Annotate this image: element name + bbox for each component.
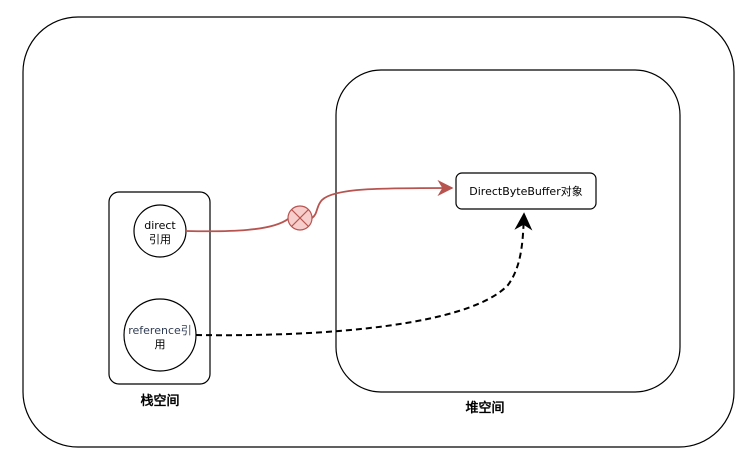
- reference-ref-label-line1: reference引: [128, 323, 192, 337]
- direct-byte-buffer-label: DirectByteBuffer对象: [469, 184, 582, 198]
- heap-space-box: [335, 69, 681, 393]
- stack-space-label: 栈空间: [140, 393, 179, 409]
- heap-space-label: 堆空间: [465, 400, 504, 416]
- direct-edge-segment-1: [185, 218, 289, 233]
- direct-ref-label-line2: 引用: [149, 232, 171, 246]
- reference-edge: [195, 212, 533, 337]
- direct-edge-segment-2: [311, 179, 454, 219]
- direct-ref-label-line1: direct: [144, 219, 176, 232]
- disconnect-cross-icon: [287, 205, 313, 231]
- reference-ref-label-line2: 用: [155, 338, 166, 351]
- direct-byte-buffer-object: [455, 172, 597, 210]
